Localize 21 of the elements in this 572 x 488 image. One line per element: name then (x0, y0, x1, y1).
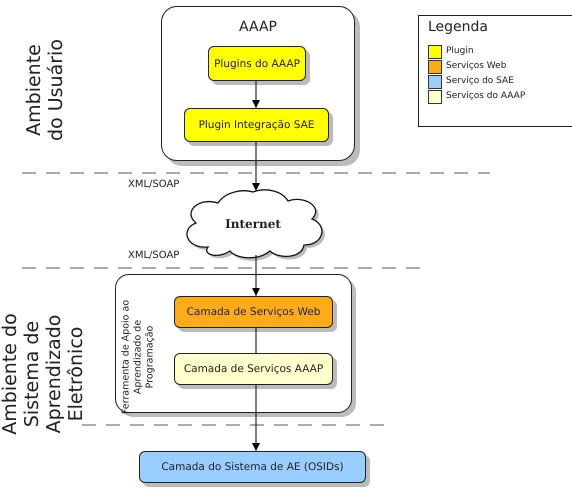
node-label: Camada de Serviços Web (186, 306, 320, 318)
legend-label: Serviços Web (446, 61, 506, 71)
protocol-label: XML/SOAP (128, 250, 180, 261)
node-label: Internet (225, 217, 281, 231)
legend-title: Legenda (428, 19, 488, 35)
panel-title: Ferramenta de Apoio ao Aprendizado de Programação (120, 298, 156, 416)
region-label: Ambiente do Usuário (23, 38, 67, 143)
arrow (252, 254, 260, 296)
protocol-label: XML/SOAP (128, 179, 180, 190)
arrow (252, 142, 260, 192)
node-label: Camada do Sistema de AE (OSIDs) (161, 461, 344, 473)
container-title: AAAP (239, 19, 277, 35)
arrow (252, 80, 260, 108)
node-label: Plugins do AAAP (214, 58, 300, 70)
node-label: Camada de Serviços AAAP (184, 363, 324, 375)
node-label: Plugin Integração SAE (198, 119, 314, 131)
region-label: Ambiente do Sistema de Aprendizado Eletrônico (0, 312, 87, 437)
legend-label: Plugin (446, 46, 474, 56)
legend-label: Serviço do SAE (446, 76, 514, 86)
arrow (252, 384, 260, 452)
legend-label: Serviços do AAAP (446, 91, 526, 101)
